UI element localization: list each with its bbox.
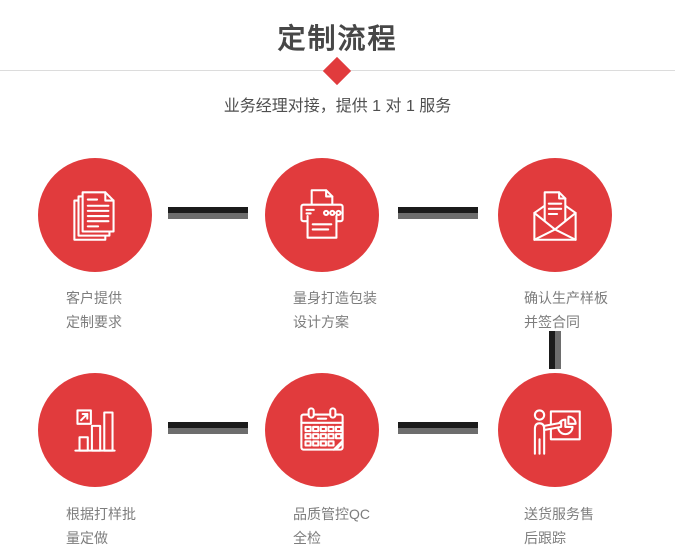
step-label-3-line2: 并签合同 [524, 314, 580, 330]
connector-step4-step5 [168, 422, 248, 434]
step-circle-delivery-tracking [498, 373, 612, 487]
printer-icon [300, 189, 344, 239]
step-label-1: 客户提供 定制要求 [66, 286, 122, 334]
step-label-1-line1: 客户提供 [66, 290, 122, 306]
presentation-icon [533, 409, 581, 455]
step-label-6: 送货服务售 后跟踪 [524, 502, 594, 550]
step-label-4: 根据打样批 量定做 [66, 502, 136, 550]
step-circle-packaging-design [265, 158, 379, 272]
connector-step2-step3 [398, 207, 478, 219]
step-label-2-line1: 量身打造包装 [293, 290, 377, 306]
step-circle-quality-control [265, 373, 379, 487]
step-circle-batch-production [38, 373, 152, 487]
step-label-1-line2: 定制要求 [66, 314, 122, 330]
step-label-2: 量身打造包装 设计方案 [293, 286, 377, 334]
step-label-5-line2: 全检 [293, 530, 321, 546]
connector-step1-step2 [168, 207, 248, 219]
step-label-3: 确认生产样板 并签合同 [524, 286, 608, 334]
connector-step3-step6 [549, 331, 561, 369]
step-label-2-line2: 设计方案 [293, 314, 349, 330]
bar-chart-icon [74, 409, 116, 452]
step-circle-confirm-sample [498, 158, 612, 272]
step-label-6-line2: 后跟踪 [524, 530, 566, 546]
diamond-icon [322, 56, 352, 86]
step-label-4-line1: 根据打样批 [66, 506, 136, 522]
calendar-icon [300, 407, 344, 451]
step-label-6-line1: 送货服务售 [524, 506, 594, 522]
step-label-5: 品质管控QC 全检 [293, 502, 370, 550]
connector-step5-step6 [398, 422, 478, 434]
step-label-4-line2: 量定做 [66, 530, 108, 546]
section-subtitle: 业务经理对接，提供 1 对 1 服务 [223, 98, 452, 115]
step-circle-customer-requirements [38, 158, 152, 272]
step-label-3-line1: 确认生产样板 [524, 290, 608, 306]
documents-icon [73, 191, 115, 241]
step-label-5-line1: 品质管控QC [293, 506, 370, 522]
envelope-icon [533, 191, 577, 241]
section-title: 定制流程 [277, 23, 398, 54]
